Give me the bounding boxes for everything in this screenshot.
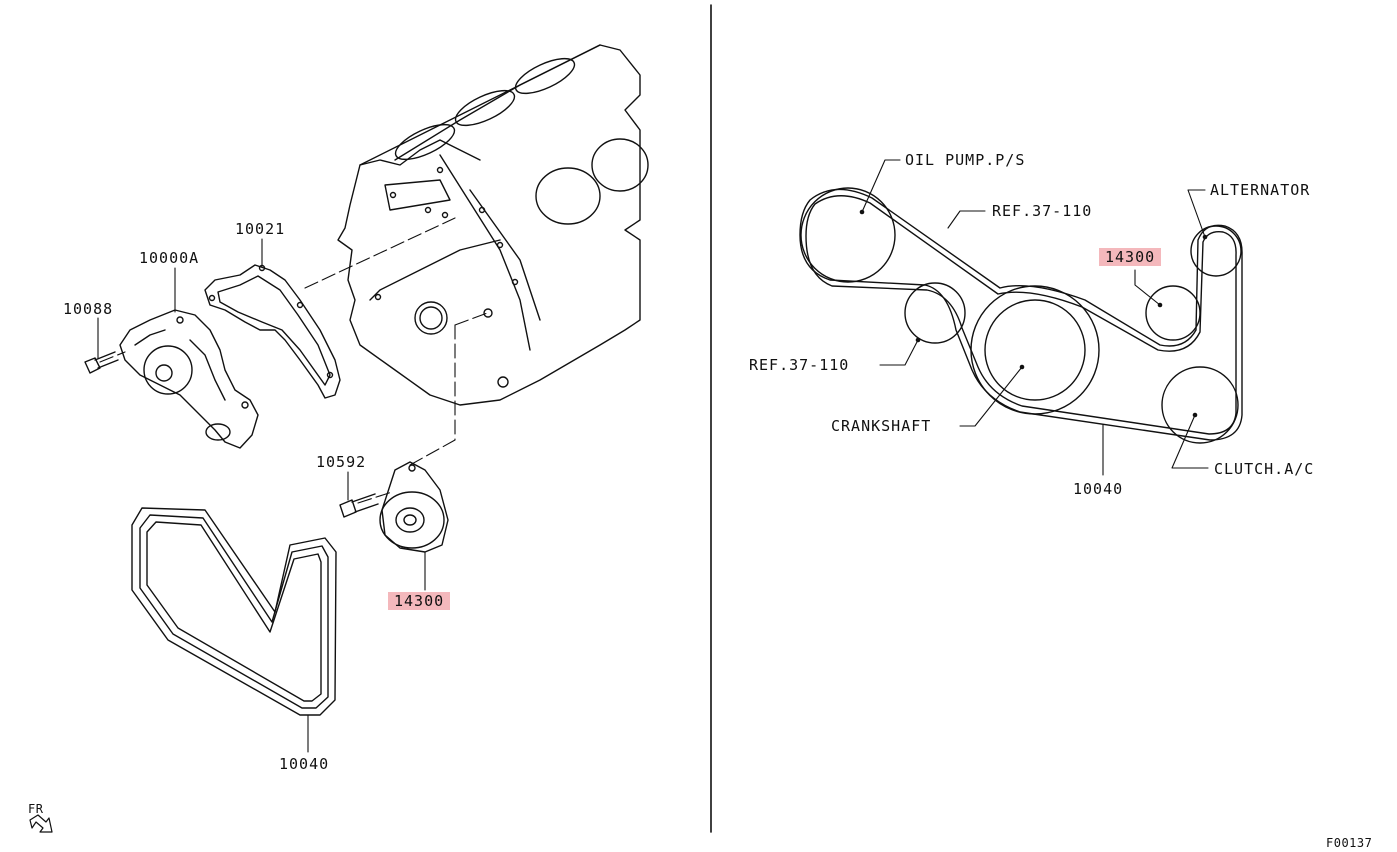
label-pump-bolt[interactable]: 10088 bbox=[63, 300, 114, 318]
pulley-alternator bbox=[1190, 225, 1242, 277]
label-alternator[interactable]: ALTERNATOR bbox=[1210, 181, 1311, 199]
bolt-10592 bbox=[339, 493, 379, 518]
drive-belt-10040-route bbox=[799, 188, 1243, 441]
pulley-ac-clutch bbox=[1161, 366, 1239, 444]
label-belt-left[interactable]: 10040 bbox=[279, 755, 330, 773]
drive-belt-10040-left bbox=[131, 507, 337, 716]
gasket-10021 bbox=[204, 264, 341, 399]
pulley-oil-pump bbox=[800, 187, 896, 283]
engine-block bbox=[337, 44, 649, 406]
front-arrow-icon bbox=[29, 814, 53, 833]
right-leaders bbox=[861, 159, 1209, 476]
label-water-pump[interactable]: 10000A bbox=[139, 249, 200, 267]
tensioner-14300-left bbox=[379, 461, 449, 553]
front-marker-label: FR bbox=[28, 802, 44, 816]
water-pump-10000A bbox=[119, 309, 259, 449]
label-tensioner-right[interactable]: 14300 bbox=[1099, 248, 1162, 266]
pulley-idler-ref bbox=[904, 282, 966, 344]
label-ref-left[interactable]: REF.37-110 bbox=[749, 356, 850, 374]
label-crankshaft[interactable]: CRANKSHAFT bbox=[831, 417, 932, 435]
figure-code: F00137 bbox=[1326, 836, 1373, 850]
pulley-tensioner bbox=[1145, 285, 1201, 341]
bolt-10088 bbox=[84, 351, 119, 374]
alignment-dashes bbox=[99, 217, 491, 504]
label-gasket[interactable]: 10021 bbox=[235, 220, 286, 238]
left-leaders bbox=[97, 238, 426, 753]
label-tensioner-bolt[interactable]: 10592 bbox=[316, 453, 367, 471]
leader-dots bbox=[859, 209, 1208, 418]
label-oil-pump[interactable]: OIL PUMP.P/S bbox=[905, 151, 1026, 169]
label-clutch-ac[interactable]: CLUTCH.A/C bbox=[1214, 460, 1315, 478]
label-ref-top[interactable]: REF.37-110 bbox=[992, 202, 1093, 220]
label-belt-right[interactable]: 10040 bbox=[1073, 480, 1124, 498]
label-tensioner-left[interactable]: 14300 bbox=[388, 592, 451, 610]
belt-routing bbox=[799, 187, 1243, 444]
